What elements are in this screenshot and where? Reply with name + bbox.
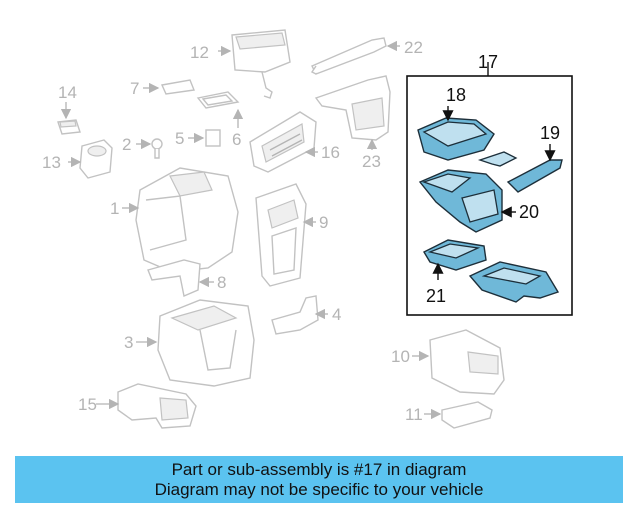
part-22-trim-strip	[310, 37, 387, 75]
callout-19[interactable]: 19	[540, 123, 560, 143]
leader-lines	[60, 40, 442, 420]
part-1-console-body	[135, 167, 239, 273]
callout-12[interactable]: 12	[190, 43, 209, 62]
part-8-duct	[147, 259, 201, 297]
part-2-screw	[151, 138, 163, 159]
parts-diagram: 12 22 7 6 14 2 5 16 23 13 1 9 8 3 4 15 1…	[42, 29, 573, 429]
part-5-clip	[205, 129, 221, 147]
part-13-socket	[79, 139, 113, 179]
callout-22[interactable]: 22	[404, 38, 423, 57]
callout-13[interactable]: 13	[42, 153, 61, 172]
part-18-lid[interactable]	[417, 117, 495, 161]
callout-23[interactable]: 23	[362, 152, 381, 171]
info-banner: Part or sub-assembly is #17 in diagram D…	[15, 456, 623, 503]
callout-4[interactable]: 4	[332, 305, 341, 324]
callout-20[interactable]: 20	[519, 202, 539, 222]
part-21-tray[interactable]	[423, 239, 560, 303]
banner-line-2: Diagram may not be specific to your vehi…	[154, 480, 484, 499]
part-6-tray	[196, 91, 240, 109]
callout-1[interactable]: 1	[110, 199, 119, 218]
part-3-lower-housing	[157, 299, 255, 387]
part-20-armrest-base[interactable]	[418, 169, 503, 233]
callout-15[interactable]: 15	[78, 395, 97, 414]
part-9-rear-panel	[255, 183, 307, 287]
callout-5[interactable]: 5	[175, 129, 184, 148]
part-10-rear-compartment	[429, 329, 505, 395]
callout-9[interactable]: 9	[319, 213, 328, 232]
part-12-storage-bin	[231, 29, 291, 99]
callout-14[interactable]: 14	[58, 83, 77, 102]
callout-10[interactable]: 10	[391, 347, 410, 366]
callout-18[interactable]: 18	[446, 85, 466, 105]
part-23-bracket	[314, 75, 391, 141]
part-14-knob	[57, 119, 81, 135]
callout-6[interactable]: 6	[232, 130, 241, 149]
part-4-bracket	[271, 295, 319, 335]
part-16-vent	[249, 111, 317, 173]
callout-7[interactable]: 7	[130, 79, 139, 98]
assembly-17-box	[406, 62, 573, 316]
leader-lines-dark	[432, 106, 556, 280]
callout-3[interactable]: 3	[124, 333, 133, 352]
part-15-rear-duct	[117, 383, 197, 429]
callout-2[interactable]: 2	[122, 135, 131, 154]
callout-21[interactable]: 21	[426, 286, 446, 306]
part-7-pad	[160, 79, 195, 95]
callout-17[interactable]: 17	[478, 52, 498, 72]
callout-11[interactable]: 11	[405, 405, 423, 424]
callout-8[interactable]: 8	[217, 273, 226, 292]
banner-line-1: Part or sub-assembly is #17 in diagram	[171, 460, 467, 479]
part-19-trim-piece[interactable]	[477, 151, 563, 193]
callout-16[interactable]: 16	[321, 143, 340, 162]
part-11-cover	[441, 401, 493, 429]
callout-labels: 12 22 7 6 14 2 5 16 23 13 1 9 8 3 4 15 1…	[42, 38, 560, 424]
